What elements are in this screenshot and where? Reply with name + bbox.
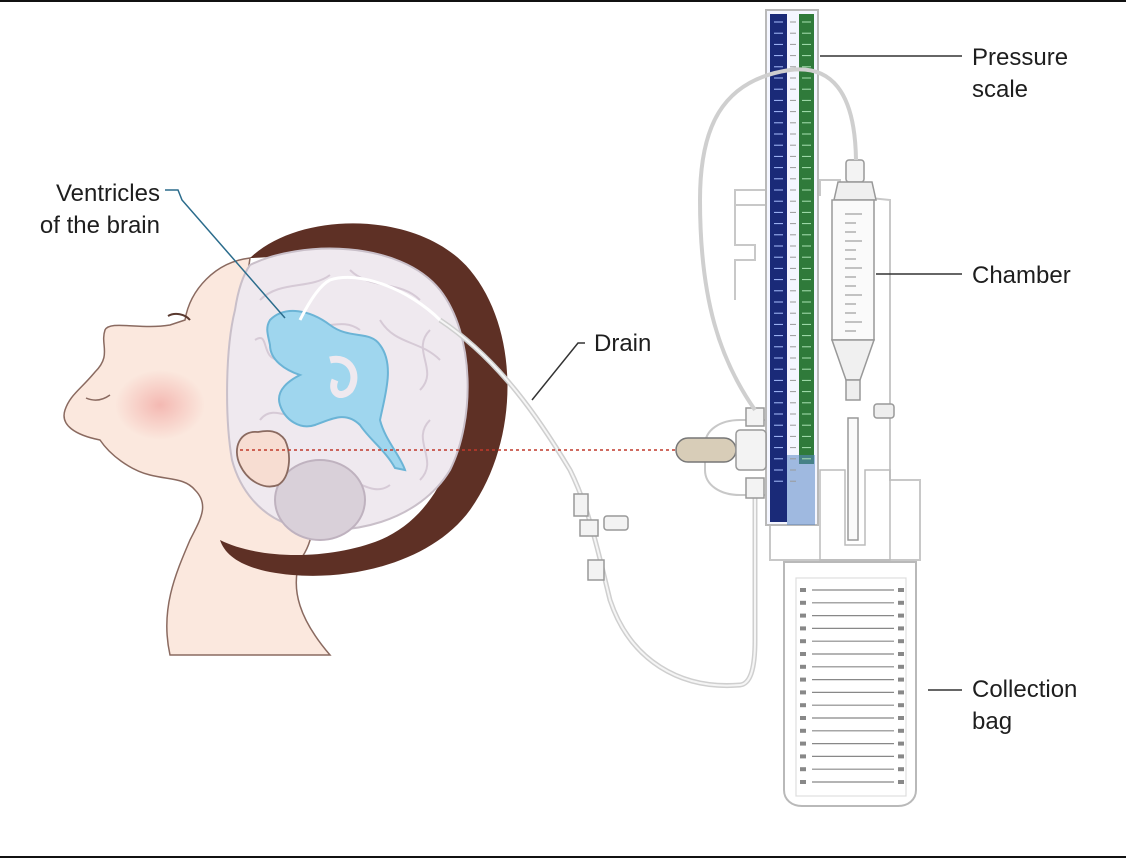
- pressure-scale-ticks: [774, 21, 811, 482]
- bag-volume-mark-right: [898, 728, 904, 733]
- bag-volume-mark-right: [898, 639, 904, 644]
- bag-volume-mark-left: [800, 690, 806, 695]
- stopcock: [573, 493, 629, 581]
- pressure-scale-lower: [787, 455, 815, 525]
- chamber-ticks: [845, 213, 862, 332]
- bag-inner: [795, 577, 907, 797]
- ventricle-inner: [329, 355, 358, 398]
- ventricles-leader-line: [165, 189, 286, 319]
- bag-volume-mark-right: [898, 677, 904, 682]
- panel-notch: [734, 205, 756, 300]
- bag-volume-mark-left: [800, 588, 806, 592]
- catheter-in-head: [298, 275, 442, 322]
- bag-volume-mark-left: [800, 652, 806, 656]
- bag-volume-mark-left: [800, 741, 806, 746]
- bag-volume-mark-right: [898, 716, 904, 720]
- bag-volume-mark-right: [898, 664, 904, 669]
- drain-leader-line: [531, 342, 585, 401]
- drainage-system: [675, 9, 921, 807]
- bag-volume-mark-left: [800, 664, 806, 669]
- bag-volume-mark-left: [800, 703, 806, 708]
- overflow-tube: [697, 67, 858, 412]
- fitting-upper: [745, 407, 765, 427]
- bag-volume-mark-left: [800, 780, 806, 784]
- chamber-outlet: [847, 417, 859, 541]
- chamber-top: [833, 181, 877, 201]
- drain-tubing: [438, 317, 758, 689]
- pressure-transducer: [675, 437, 737, 463]
- cheek-blush: [115, 370, 205, 440]
- bag-volume-mark-right: [898, 754, 904, 759]
- ventricles-label: Ventricles of the brain: [39, 180, 160, 239]
- chamber-body: [831, 199, 875, 341]
- bag-volume-mark-right: [898, 741, 904, 746]
- patient-head: [63, 189, 508, 656]
- chamber-side-port: [873, 403, 895, 419]
- collection-bag-lines: [800, 588, 904, 784]
- mouth: [85, 394, 111, 401]
- bag-volume-mark-right: [898, 767, 904, 772]
- bag-volume-mark-right: [898, 588, 904, 592]
- chamber-base: [819, 469, 891, 561]
- bag-volume-mark-right: [898, 613, 904, 618]
- fitting-lower: [745, 477, 765, 499]
- ear: [236, 430, 290, 488]
- transducer-clamp: [735, 429, 767, 471]
- bag-volume-mark-left: [800, 728, 806, 733]
- bag-volume-mark-right: [898, 600, 904, 605]
- bag-volume-mark-left: [800, 677, 806, 682]
- bag-volume-mark-right: [898, 690, 904, 695]
- pressure-scale-green: [799, 14, 814, 464]
- bag-volume-mark-left: [800, 639, 806, 644]
- eye: [167, 312, 191, 321]
- bag-volume-mark-left: [800, 767, 806, 772]
- bag-volume-mark-right: [898, 626, 904, 631]
- bag-volume-mark-left: [800, 716, 806, 720]
- bag-volume-mark-right: [898, 652, 904, 656]
- chamber-cap: [845, 159, 865, 183]
- drain-label: Drain: [594, 330, 652, 357]
- collection-bag: [783, 561, 917, 807]
- bag-volume-mark-right: [898, 780, 904, 784]
- drain-tube-highlight: [439, 319, 756, 687]
- chamber-label: Chamber: [972, 262, 1071, 289]
- cerebellum: [274, 459, 366, 541]
- bag-volume-mark-left: [800, 600, 806, 605]
- collection-bag-label: Collection bag: [972, 676, 1078, 735]
- bag-volume-mark-left: [800, 613, 806, 618]
- bag-volume-mark-right: [898, 703, 904, 708]
- pressure-scale-label: Pressure scale: [972, 44, 1069, 103]
- bag-volume-mark-left: [800, 626, 806, 631]
- chamber-valve: [845, 379, 861, 401]
- bag-volume-mark-left: [800, 754, 806, 759]
